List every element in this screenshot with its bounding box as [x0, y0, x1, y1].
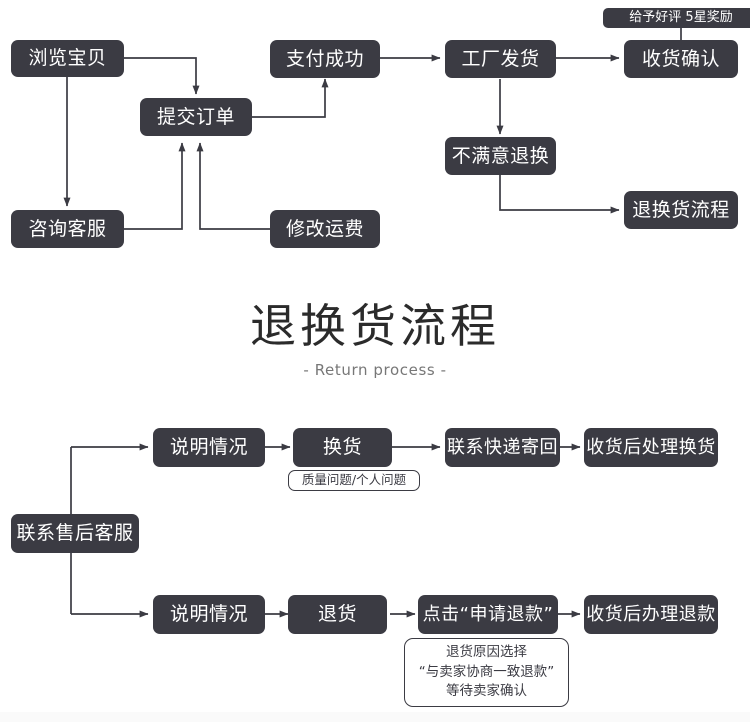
annotation-praise-reward[interactable]: 给予好评 5星奖励	[603, 8, 750, 28]
page-title: 退换货流程	[250, 299, 500, 353]
node-modify-freight[interactable]: 修改运费	[270, 210, 380, 248]
note-refund-line-1: 退货原因选择	[446, 644, 527, 661]
node-apply-refund[interactable]: 点击“申请退款”	[418, 595, 558, 634]
node-confirm-receipt[interactable]: 收货确认	[624, 40, 738, 78]
note-refund-line-3: 等待卖家确认	[446, 683, 527, 700]
note-exchange-reason: 质量问题/个人问题	[288, 470, 420, 491]
node-explain-situation-refund[interactable]: 说明情况	[153, 595, 265, 634]
node-dissatisfied-return[interactable]: 不满意退换	[445, 137, 556, 175]
node-contact-courier[interactable]: 联系快递寄回	[445, 428, 560, 467]
node-factory-ship[interactable]: 工厂发货	[445, 40, 556, 78]
node-return-goods[interactable]: 退货	[288, 595, 387, 634]
node-submit-order[interactable]: 提交订单	[140, 98, 252, 136]
section-title-block: 退换货流程 - Return process -	[0, 300, 750, 379]
node-pay-success[interactable]: 支付成功	[270, 40, 380, 78]
note-refund-reason: 退货原因选择 “与卖家协商一致退款” 等待卖家确认	[404, 638, 569, 707]
note-refund-line-2: “与卖家协商一致退款”	[418, 663, 555, 680]
node-explain-situation-exchange[interactable]: 说明情况	[153, 428, 265, 467]
node-return-flow[interactable]: 退换货流程	[624, 191, 738, 229]
node-consult-service[interactable]: 咨询客服	[11, 210, 124, 248]
node-process-refund[interactable]: 收货后办理退款	[584, 595, 718, 634]
node-after-sales-service[interactable]: 联系售后客服	[11, 514, 139, 553]
node-process-exchange[interactable]: 收货后处理换货	[584, 428, 718, 467]
node-exchange[interactable]: 换货	[293, 428, 392, 467]
page-subtitle: - Return process -	[303, 360, 447, 379]
bottom-divider-strip	[0, 712, 750, 722]
node-browse[interactable]: 浏览宝贝	[11, 40, 124, 77]
